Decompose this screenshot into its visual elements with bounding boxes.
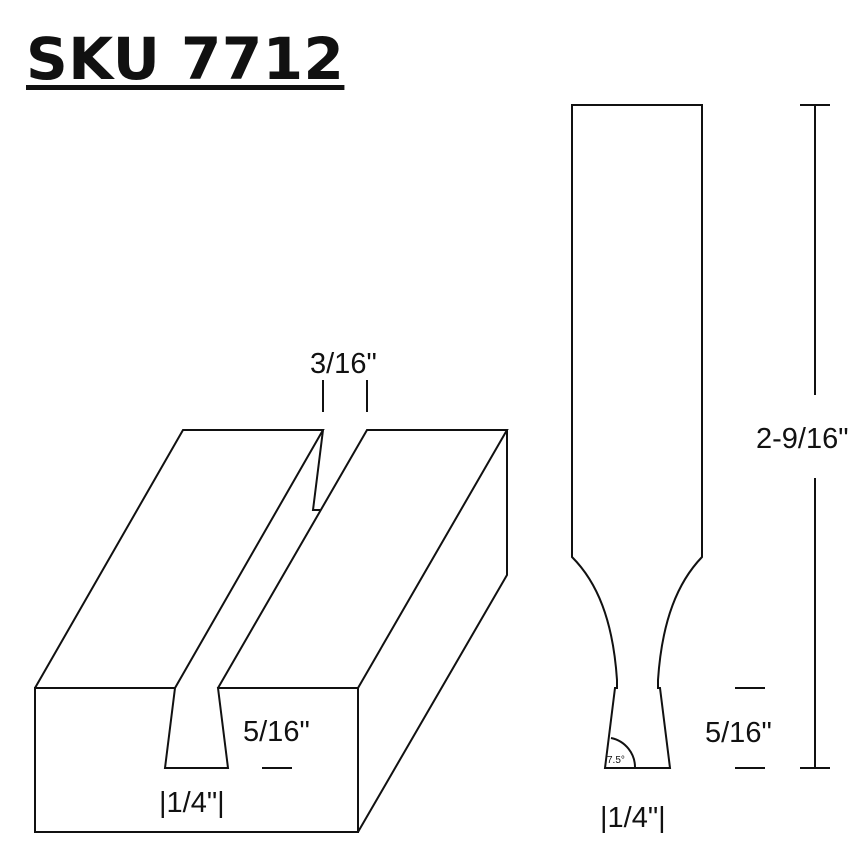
angle-label: 7.5° — [607, 755, 625, 766]
length-dimension — [800, 104, 830, 769]
bit-outline — [571, 104, 703, 769]
bit-cut-width-label: |1/4"| — [600, 802, 666, 834]
block-right-side — [357, 430, 508, 833]
angle-arc — [610, 737, 637, 769]
bit-cut-height-label: 5/16" — [705, 717, 772, 749]
block-groove-edge — [311, 429, 324, 511]
page-title: SKU 7712 — [26, 25, 345, 93]
dovetail-block — [34, 380, 509, 833]
slot-top-width-label: 3/16" — [310, 348, 377, 380]
router-bit — [571, 104, 703, 769]
slot-bottom-width-label: |1/4"| — [159, 787, 225, 819]
block-top-right — [217, 429, 509, 689]
slot-depth-label: 5/16" — [243, 716, 310, 748]
bit-length-label: 2-9/16" — [756, 423, 849, 455]
block-top-left — [34, 429, 325, 689]
